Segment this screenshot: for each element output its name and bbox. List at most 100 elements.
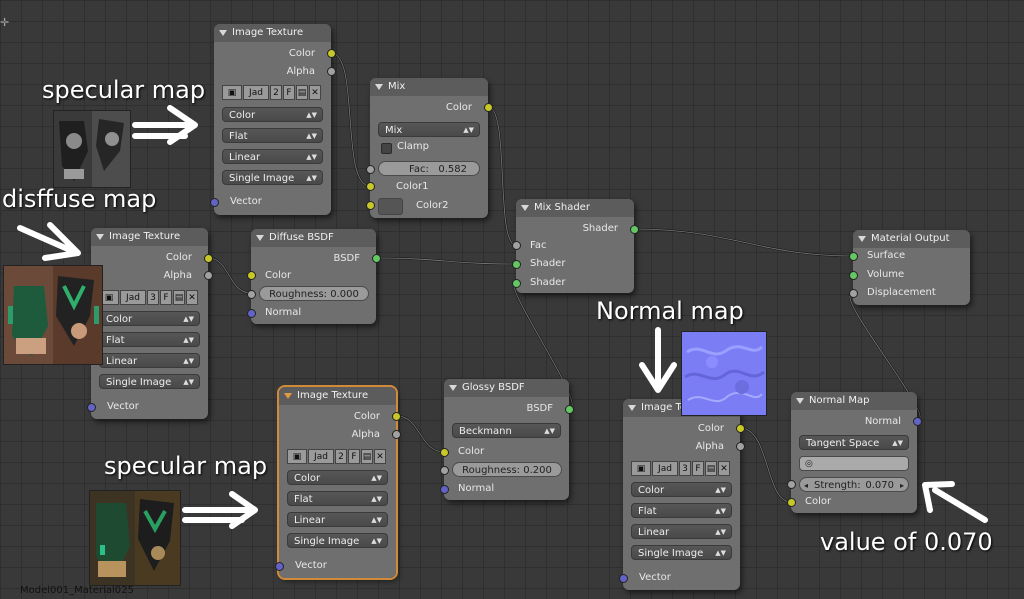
open-image-icon[interactable]: ▤ [173,290,185,305]
collapse-icon[interactable] [96,234,104,240]
input-color2-socket[interactable] [366,201,375,210]
material-output-node[interactable]: Material Output Surface Volume Displacem… [849,230,970,305]
image-texture-node-2[interactable]: Image Texture Color Alpha ▣ Jad 3 F ▤ ✕ … [87,228,213,419]
fake-user-button[interactable]: F [160,290,172,305]
mix-node[interactable]: Mix Color Mix▲▼ Clamp Fac: 0.582 Color1 … [366,78,493,218]
add-icon[interactable]: ✛ [0,16,10,29]
color-space-dropdown[interactable]: Color▲▼ [99,311,200,326]
source-dropdown[interactable]: Single Image▲▼ [631,545,732,560]
input-surface-socket[interactable] [849,252,858,261]
input-volume-socket[interactable] [849,271,858,280]
normal-map-node[interactable]: Normal Map Normal Tangent Space▲▼ ◎ ◂ St… [787,392,922,513]
node-header[interactable]: Normal Map [791,392,917,410]
fake-user-button[interactable]: F [348,449,360,464]
output-alpha-socket[interactable] [327,67,336,76]
image-users[interactable]: 3 [147,290,159,305]
projection-dropdown[interactable]: Flat▲▼ [631,503,732,518]
distribution-dropdown[interactable]: Beckmann▲▼ [452,423,561,438]
roughness-slider[interactable]: Roughness: 0.200 [452,462,562,477]
input-roughness-socket[interactable] [440,466,449,475]
projection-dropdown[interactable]: Flat▲▼ [287,491,388,506]
node-header[interactable]: Diffuse BSDF [251,229,376,247]
unlink-icon[interactable]: ✕ [718,461,730,476]
interpolation-dropdown[interactable]: Linear▲▼ [631,524,732,539]
collapse-icon[interactable] [628,405,636,411]
projection-dropdown[interactable]: Flat▲▼ [99,332,200,347]
input-shader2-socket[interactable] [512,279,521,288]
roughness-slider[interactable]: Roughness: 0.000 [259,286,369,301]
diffuse-bsdf-node[interactable]: Diffuse BSDF BSDF Color Roughness: 0.000… [247,229,381,324]
unlink-icon[interactable]: ✕ [309,85,321,100]
interpolation-dropdown[interactable]: Linear▲▼ [99,353,200,368]
input-color-socket[interactable] [247,271,256,280]
node-header[interactable]: Mix [370,78,488,96]
output-bsdf-socket[interactable] [565,405,574,414]
input-vector-socket[interactable] [87,403,96,412]
color-space-dropdown[interactable]: Color▲▼ [631,482,732,497]
collapse-icon[interactable] [521,205,529,211]
input-shader1-socket[interactable] [512,260,521,269]
input-vector-socket[interactable] [210,198,219,207]
fake-user-button[interactable]: F [692,461,704,476]
unlink-icon[interactable]: ✕ [374,449,386,464]
color2-swatch[interactable] [378,198,403,215]
image-browse-icon[interactable]: ▣ [222,85,242,100]
increment-arrow-icon[interactable]: ▸ [899,481,904,490]
output-alpha-socket[interactable] [204,271,213,280]
input-normal-socket[interactable] [440,485,449,494]
output-color-socket[interactable] [736,424,745,433]
blend-mode-dropdown[interactable]: Mix▲▼ [378,122,480,137]
unlink-icon[interactable]: ✕ [186,290,198,305]
output-shader-socket[interactable] [630,225,639,234]
output-color-socket[interactable] [327,49,336,58]
output-bsdf-socket[interactable] [372,254,381,263]
image-browse-icon[interactable]: ▣ [99,290,119,305]
collapse-icon[interactable] [284,393,292,399]
source-dropdown[interactable]: Single Image▲▼ [287,533,388,548]
strength-slider[interactable]: ◂ Strength: 0.070 ▸ [799,477,909,492]
image-selector[interactable]: ▣ Jad 3 F ▤ ✕ [631,461,730,476]
open-image-icon[interactable]: ▤ [705,461,717,476]
output-color-socket[interactable] [484,103,493,112]
output-alpha-socket[interactable] [392,430,401,439]
clamp-checkbox[interactable] [381,143,392,154]
input-color-socket[interactable] [787,498,796,507]
output-color-socket[interactable] [392,412,401,421]
input-color-socket[interactable] [440,448,449,457]
image-users[interactable]: 2 [270,85,282,100]
image-selector[interactable]: ▣ Jad 2 F ▤ ✕ [222,85,321,100]
node-header[interactable]: Mix Shader [516,199,634,217]
image-users[interactable]: 2 [335,449,347,464]
interpolation-dropdown[interactable]: Linear▲▼ [287,512,388,527]
fake-user-button[interactable]: F [283,85,295,100]
output-normal-socket[interactable] [913,417,922,426]
image-name[interactable]: Jad [652,461,678,476]
input-vector-socket[interactable] [275,562,284,571]
glossy-bsdf-node[interactable]: Glossy BSDF BSDF Beckmann▲▼ Color Roughn… [440,379,574,500]
image-texture-node-1[interactable]: Image Texture Color Alpha ▣ Jad 2 F ▤ ✕ … [210,24,336,215]
image-users[interactable]: 3 [679,461,691,476]
node-header[interactable]: Image Texture [214,24,331,42]
space-dropdown[interactable]: Tangent Space▲▼ [799,435,909,450]
mix-shader-node[interactable]: Mix Shader Shader Fac Shader Shader [512,199,639,293]
input-strength-socket[interactable] [787,480,796,489]
input-fac-socket[interactable] [512,241,521,250]
decrement-arrow-icon[interactable]: ◂ [804,481,809,490]
collapse-icon[interactable] [858,236,866,242]
image-texture-node-3[interactable]: Image Texture Color Alpha ▣ Jad 2 F ▤ ✕ … [275,385,401,580]
open-image-icon[interactable]: ▤ [296,85,308,100]
collapse-icon[interactable] [796,398,804,404]
source-dropdown[interactable]: Single Image▲▼ [99,374,200,389]
input-normal-socket[interactable] [247,309,256,318]
image-browse-icon[interactable]: ▣ [287,449,307,464]
collapse-icon[interactable] [219,30,227,36]
image-name[interactable]: Jad [243,85,269,100]
image-name[interactable]: Jad [308,449,334,464]
input-vector-socket[interactable] [619,574,628,583]
input-color1-socket[interactable] [366,182,375,191]
output-color-socket[interactable] [204,254,213,263]
input-roughness-socket[interactable] [247,290,256,299]
open-image-icon[interactable]: ▤ [361,449,373,464]
image-name[interactable]: Jad [120,290,146,305]
color-space-dropdown[interactable]: Color▲▼ [222,107,323,122]
